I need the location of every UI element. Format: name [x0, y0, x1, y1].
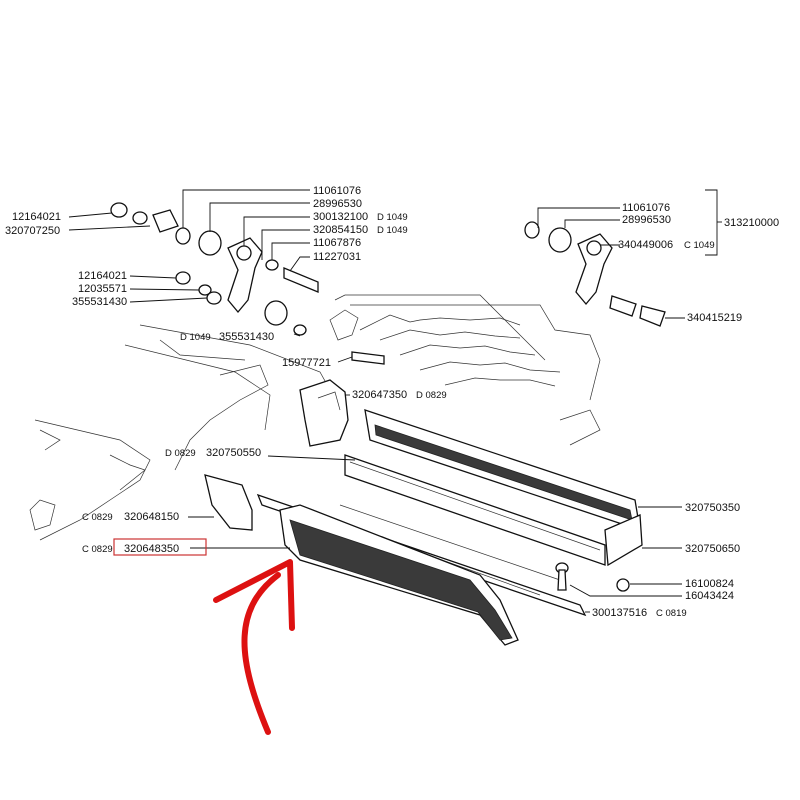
part-label: 320648150	[124, 511, 179, 523]
part-label: 16043424	[685, 590, 734, 602]
part-label: 11227031	[313, 251, 361, 263]
bracket-part	[299, 379, 349, 447]
side-plates	[204, 474, 519, 646]
bolt-parts	[555, 562, 630, 592]
part-code: D 0829	[416, 390, 447, 401]
part-label: 11067876	[313, 237, 361, 249]
part-label: 340449006	[618, 239, 673, 251]
part-label: 11061076	[313, 185, 361, 197]
part-label: 340415219	[687, 312, 742, 324]
part-code: D 0829	[165, 448, 196, 459]
part-label: 28996530	[313, 198, 362, 210]
leader-lines	[68, 189, 722, 613]
part-label: 12035571	[78, 283, 127, 295]
highlight-box	[113, 538, 207, 556]
part-code: D 1049	[377, 212, 408, 223]
part-label: 320750550	[206, 447, 261, 459]
part-label: 320750650	[685, 543, 740, 555]
part-label: 320707250	[5, 225, 60, 237]
part-label: 355531430	[72, 296, 127, 308]
part-label: 355531430	[219, 331, 274, 343]
part-number-labels: 12164021 320707250 11061076 28996530 300…	[5, 185, 779, 619]
left-linkage-parts	[110, 202, 385, 365]
part-label: 300132100	[313, 211, 368, 223]
part-label: 12164021	[12, 211, 61, 223]
red-arrow-icon	[213, 559, 295, 735]
part-label: 320648350	[124, 543, 179, 555]
part-label: 28996530	[622, 214, 671, 226]
part-code: D 1049	[180, 332, 211, 343]
part-label: 16100824	[685, 578, 734, 590]
part-label: 313210000	[724, 217, 779, 229]
part-label: 300137516	[592, 607, 647, 619]
part-label: 320750350	[685, 502, 740, 514]
part-code: D 1049	[377, 225, 408, 236]
part-label: 12164021	[78, 270, 127, 282]
machine-frame-outline	[29, 294, 601, 541]
part-code: C 0819	[656, 608, 687, 619]
part-code: C 0829	[82, 544, 113, 555]
right-linkage-parts	[524, 221, 666, 327]
part-label: 320854150	[313, 224, 368, 236]
part-code: C 0829	[82, 512, 113, 523]
part-label: 11061076	[622, 202, 670, 214]
part-label: 15977721	[282, 357, 331, 369]
part-code: C 1049	[684, 240, 715, 251]
part-label: 320647350	[352, 389, 407, 401]
